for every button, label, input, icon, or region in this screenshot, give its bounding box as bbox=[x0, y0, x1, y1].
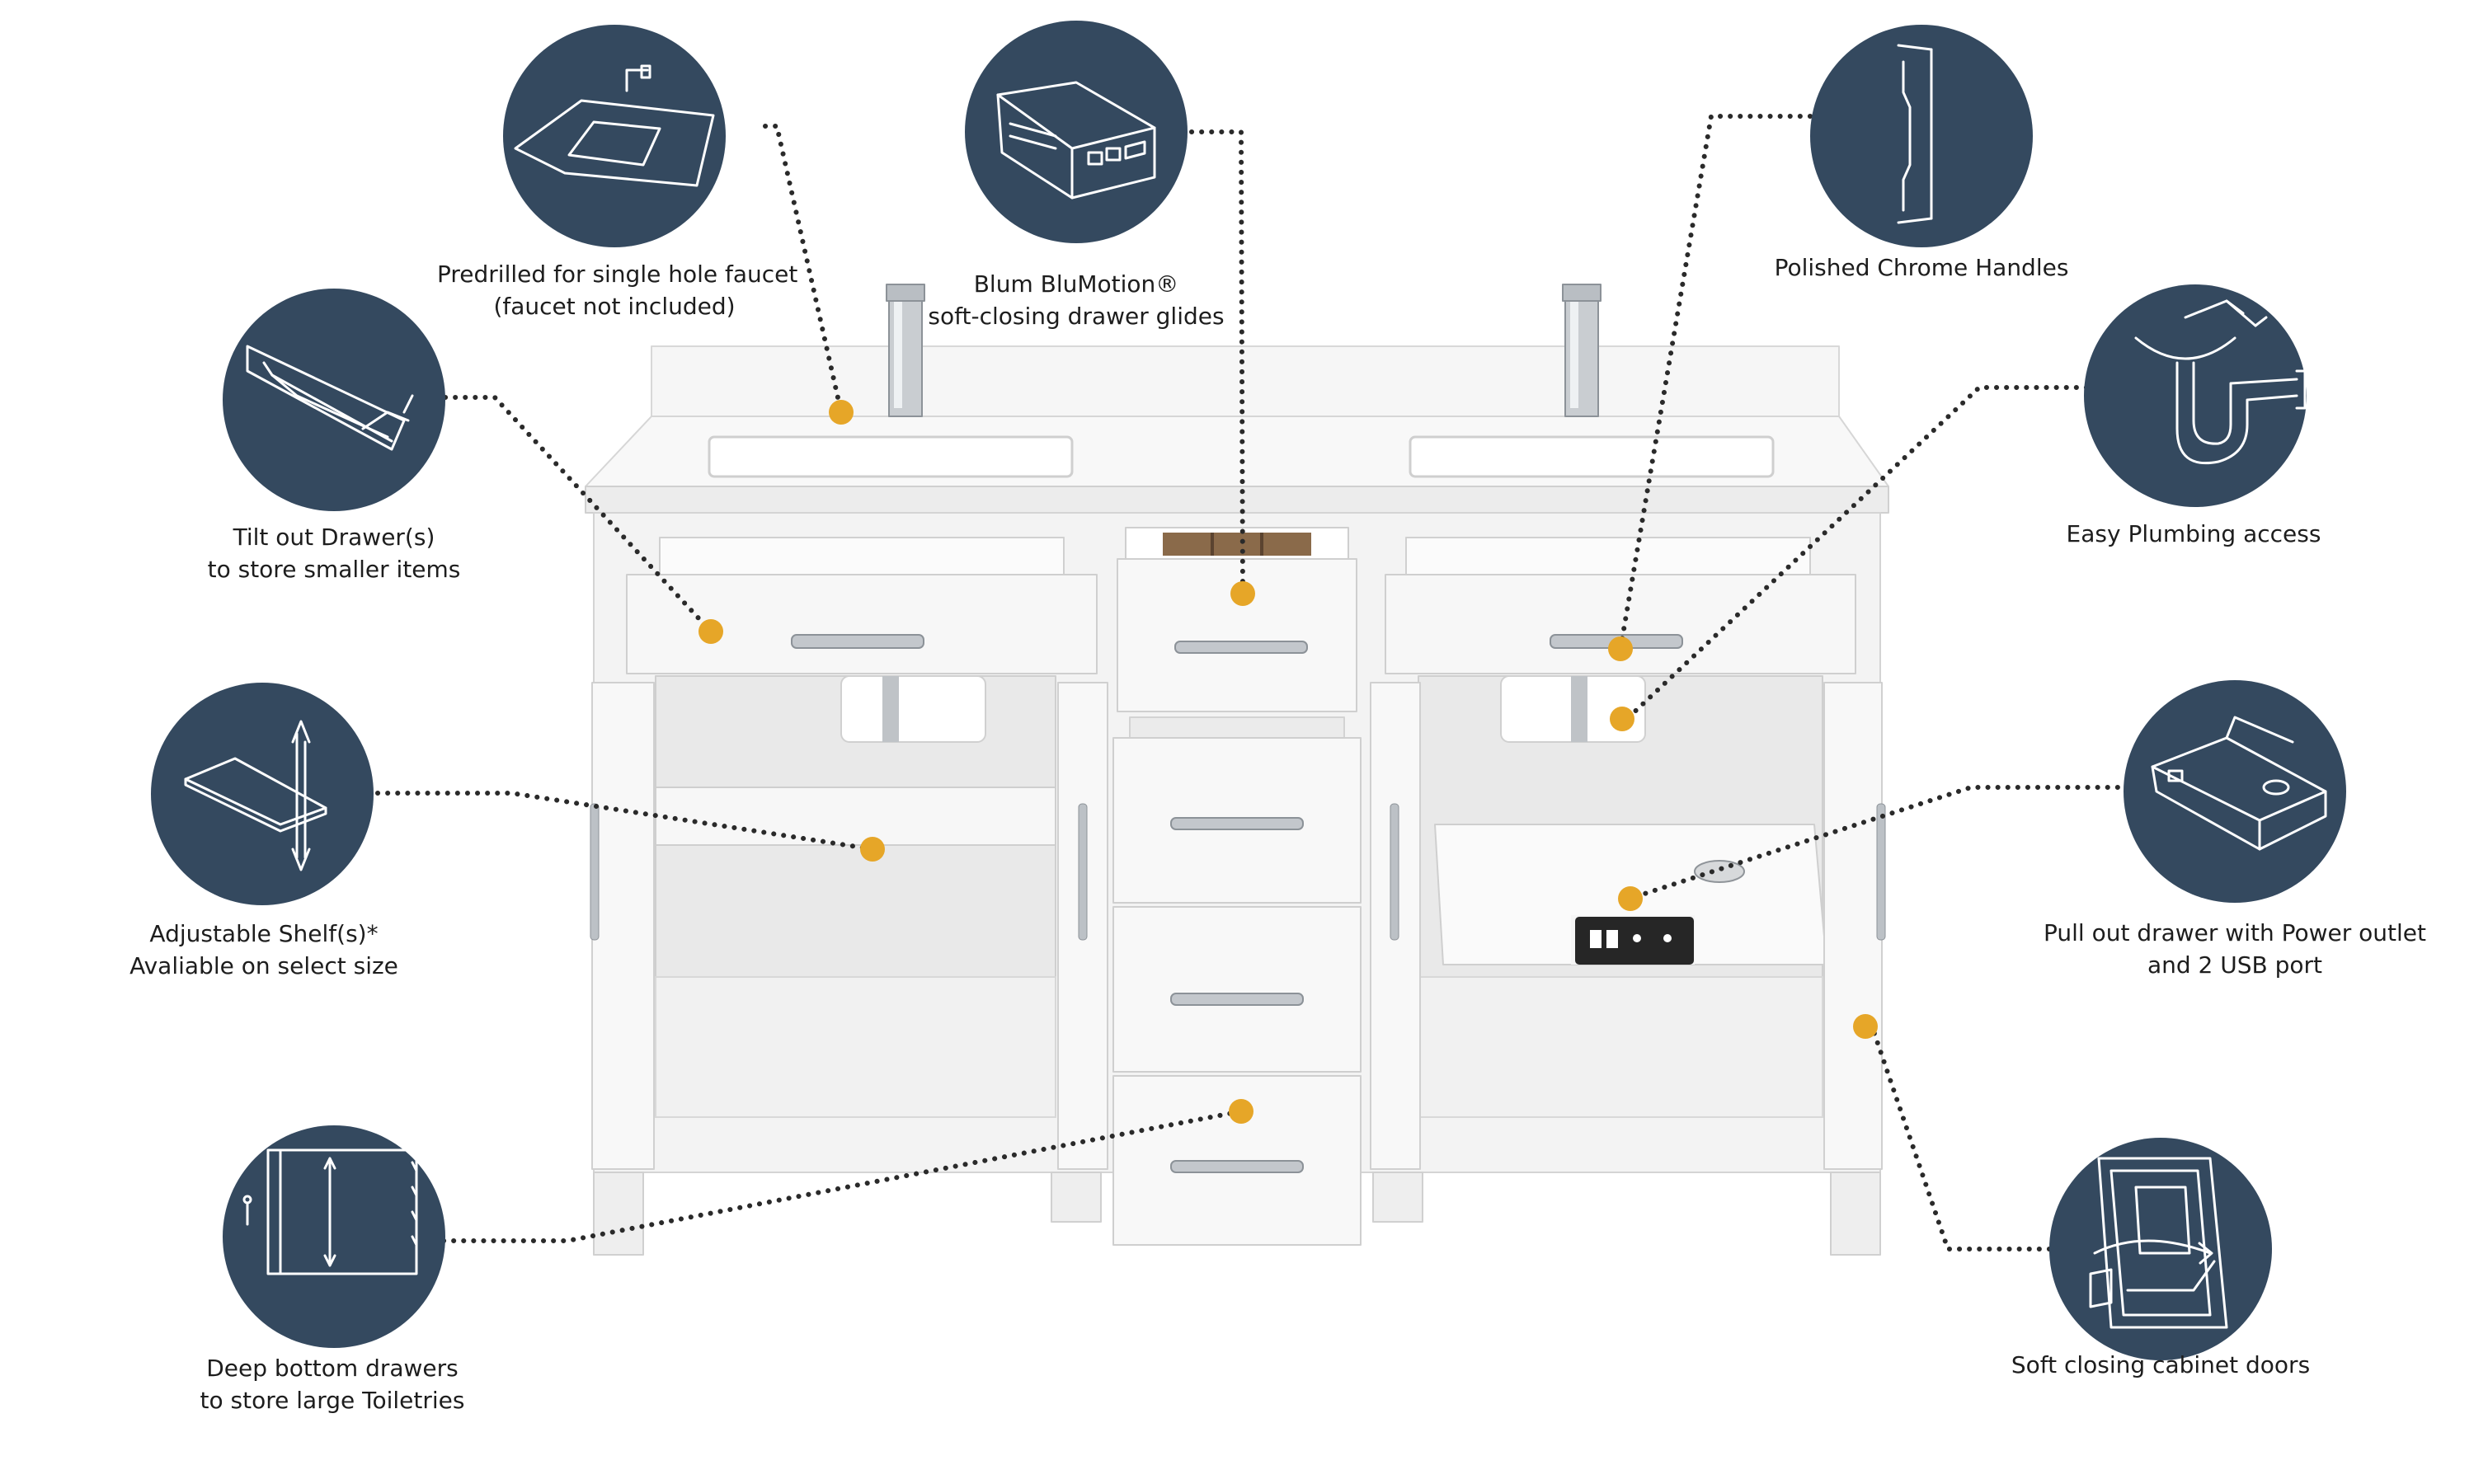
right-outer-door bbox=[1823, 682, 1883, 1170]
soft-close-door-icon bbox=[2049, 1138, 2272, 1360]
left-adjustable-shelf bbox=[655, 787, 1056, 846]
leader-tilt bbox=[443, 395, 713, 634]
feature-markers bbox=[698, 400, 1878, 1124]
left-inner-door bbox=[1057, 682, 1108, 1170]
vanity-illustration bbox=[585, 284, 1889, 1256]
tilt-drawer-icon bbox=[223, 289, 445, 511]
center-drawer-3 bbox=[1112, 906, 1362, 1073]
label-handles: Polished Chrome Handles bbox=[1774, 254, 2069, 281]
label-tilt: Tilt out Drawer(s)to store smaller items bbox=[207, 524, 461, 583]
leader-doors bbox=[1870, 1024, 2052, 1252]
marker-shelf bbox=[860, 837, 885, 862]
deep-drawer-icon bbox=[223, 1125, 445, 1348]
leader-faucet bbox=[763, 124, 844, 415]
left-outer-door bbox=[591, 682, 655, 1170]
leader-power bbox=[1634, 785, 2130, 899]
marker-deep bbox=[1229, 1099, 1253, 1124]
left-faucet bbox=[886, 284, 925, 417]
label-doors: Soft closing cabinet doors bbox=[2011, 1351, 2311, 1378]
sink-countertop-icon bbox=[503, 25, 726, 247]
center-drawer-1 bbox=[1117, 558, 1357, 712]
label-glides: Blum BluMotion®soft-closing drawer glide… bbox=[928, 270, 1225, 330]
label-shelf: Adjustable Shelf(s)*Avaliable on select … bbox=[129, 920, 398, 979]
leader-shelf bbox=[375, 791, 875, 852]
plumbing-pipe-icon bbox=[2084, 284, 2307, 507]
leader-deep bbox=[441, 1109, 1244, 1243]
adjustable-shelf-icon bbox=[151, 683, 374, 905]
marker-handles bbox=[1608, 636, 1633, 661]
leader-glides bbox=[1189, 129, 1245, 596]
leader-lines bbox=[375, 114, 2130, 1252]
marker-tilt bbox=[698, 619, 723, 644]
label-plumbing: Easy Plumbing access bbox=[2066, 520, 2321, 547]
left-sink-basin bbox=[708, 435, 1074, 478]
marker-doors bbox=[1853, 1014, 1878, 1039]
marker-glides bbox=[1230, 581, 1255, 606]
marker-power bbox=[1618, 886, 1643, 911]
right-faucet bbox=[1562, 284, 1602, 417]
leader-handles bbox=[1618, 114, 1813, 651]
label-faucet: Predrilled for single hole faucet(faucet… bbox=[437, 261, 798, 320]
marker-faucet bbox=[829, 400, 854, 425]
marker-plumbing bbox=[1610, 707, 1634, 731]
chrome-handle-icon bbox=[1810, 25, 2033, 247]
leader-plumbing bbox=[1626, 385, 2089, 720]
drawer-cup-holder bbox=[1694, 860, 1745, 883]
left-tilt-drawer bbox=[626, 574, 1098, 674]
power-drawer-icon bbox=[2124, 680, 2346, 903]
drawer-glide-icon bbox=[965, 21, 1188, 243]
right-sink-basin bbox=[1409, 435, 1775, 478]
